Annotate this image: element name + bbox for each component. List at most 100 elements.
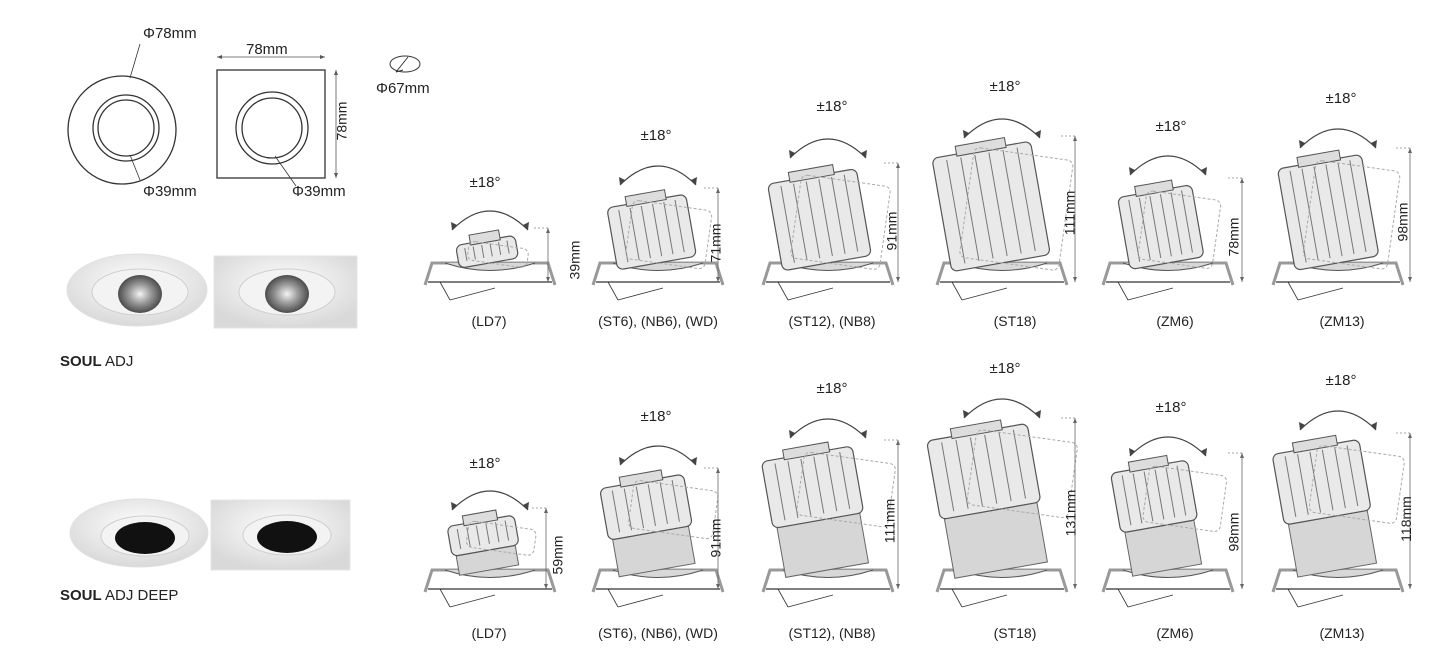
- beam-line: [449, 287, 496, 301]
- fixture-caption: (ZM6): [1156, 625, 1194, 641]
- tilt-arrowhead: [451, 222, 457, 230]
- variant-name: ADJ DEEP: [105, 587, 179, 604]
- heatsink-fin: [495, 522, 500, 543]
- height-dimension-label: 111mm: [881, 498, 898, 544]
- dimension-arrowhead: [716, 584, 720, 589]
- fixture-caption: (LD7): [471, 625, 507, 641]
- heatsink-fin: [793, 183, 808, 261]
- heatsink-fin: [674, 199, 685, 253]
- fixture-caption: (LD7): [471, 313, 507, 329]
- square-inner-diameter-label: Φ39mm: [292, 183, 346, 200]
- heatsink-fin: [1016, 147, 1036, 252]
- tilt-arrowhead: [963, 410, 969, 418]
- heatsink-fin: [1349, 160, 1367, 252]
- heatsink-body: [1277, 154, 1379, 271]
- dimension-arrowhead: [546, 277, 550, 282]
- heatsink-fin: [640, 205, 651, 259]
- height-dimension-label: 91mm: [707, 518, 724, 558]
- tilt-arrowhead: [1035, 410, 1041, 418]
- heatsink-body: [1272, 439, 1371, 525]
- tilt-arc: [1299, 410, 1377, 431]
- fixture-caption: (ST18): [993, 625, 1037, 641]
- heatsink-fin: [618, 209, 629, 263]
- dimension-arrowhead: [546, 228, 550, 233]
- beam-line: [787, 287, 834, 301]
- heatsink-fin: [813, 456, 825, 514]
- tilt-ghost-outline: [796, 451, 896, 528]
- heatsink-fin: [475, 525, 481, 546]
- tilt-arc: [451, 210, 529, 231]
- heatsink-fin: [1321, 449, 1334, 511]
- tilt-arc: [963, 118, 1041, 139]
- heatsink-fin: [1297, 454, 1309, 515]
- heatsink-fin: [774, 463, 786, 521]
- heatsink-body: [607, 194, 697, 270]
- tilt-ghost-outline: [467, 241, 529, 268]
- tilt-angle-label: ±18°: [640, 408, 672, 425]
- tilt-ghost-outline: [966, 429, 1078, 519]
- beam-line: [1287, 281, 1299, 301]
- heatsink-fin: [485, 523, 490, 544]
- tilt-ghost-outline: [1308, 445, 1405, 524]
- driver-cap: [624, 189, 667, 208]
- tilt-arrowhead: [1371, 422, 1377, 430]
- heatsink-fin: [800, 458, 812, 516]
- height-dimension-label: 131mm: [1062, 489, 1079, 537]
- heatsink-fin: [466, 527, 471, 548]
- beam-line: [439, 588, 451, 608]
- tilt-angle-label: ±18°: [989, 360, 1021, 377]
- beam-line: [777, 588, 789, 608]
- driver-cap: [782, 441, 831, 461]
- driver-cap: [1291, 434, 1339, 454]
- heatsink-fin: [663, 201, 674, 255]
- beam-line: [617, 287, 664, 301]
- heatsink-fin: [1143, 471, 1154, 522]
- beam-line: [607, 281, 619, 301]
- dimension-arrowhead: [1408, 277, 1412, 282]
- heatsink-fin: [1284, 456, 1297, 518]
- tilt-arrowhead: [523, 502, 529, 510]
- dimension-arrowhead: [1073, 277, 1077, 282]
- beam-line: [961, 594, 1008, 608]
- tilt-ghost-outline: [790, 174, 891, 270]
- beam-line: [1297, 287, 1344, 301]
- heatsink-fin: [623, 488, 633, 531]
- tilt-arc: [789, 138, 867, 159]
- beam-line: [1127, 594, 1174, 608]
- beam-line: [607, 588, 619, 608]
- heatsink-fin: [647, 484, 657, 527]
- heatsink-fin: [498, 242, 502, 256]
- height-dimension-label: 98mm: [1225, 512, 1242, 552]
- tilt-angle-label: ±18°: [816, 380, 848, 397]
- variant-name: ADJ: [105, 353, 134, 370]
- dimension-arrowhead: [896, 440, 900, 445]
- dimension-arrowhead: [1408, 433, 1412, 438]
- heatsink-fin: [1012, 429, 1026, 499]
- dimension-arrowhead: [896, 584, 900, 589]
- dimension-arrowhead: [896, 163, 900, 168]
- tilt-arrowhead: [1035, 130, 1041, 138]
- heatsink-fin: [839, 452, 851, 509]
- heatsink-fin: [805, 181, 821, 259]
- heatsink-fin: [464, 247, 468, 261]
- beam-line: [951, 281, 963, 301]
- fixture-caption: (ST12), (NB8): [788, 313, 876, 329]
- tilt-arrowhead: [789, 150, 795, 158]
- height-dimension-label: 78mm: [1225, 217, 1242, 257]
- heatsink-fin: [1346, 445, 1359, 507]
- heatsink-fin: [960, 157, 980, 261]
- heatsink-fin: [1337, 162, 1355, 255]
- dimension-arrowhead: [1073, 136, 1077, 141]
- tilt-angle-label: ±18°: [989, 78, 1021, 95]
- tilt-arc: [789, 418, 867, 439]
- beam-line: [439, 281, 451, 301]
- square-width-label: 78mm: [246, 41, 288, 58]
- product-name-adj-deep: SOUL ADJ DEEP: [60, 587, 178, 604]
- fixture-caption: (ST6), (NB6), (WD): [598, 625, 718, 641]
- dimension-arrowhead: [1408, 148, 1412, 153]
- dimension-arrowhead: [716, 468, 720, 473]
- tilt-angle-label: ±18°: [469, 174, 501, 191]
- height-dimension-label: 118mm: [1397, 496, 1414, 542]
- tilt-arc: [451, 490, 529, 511]
